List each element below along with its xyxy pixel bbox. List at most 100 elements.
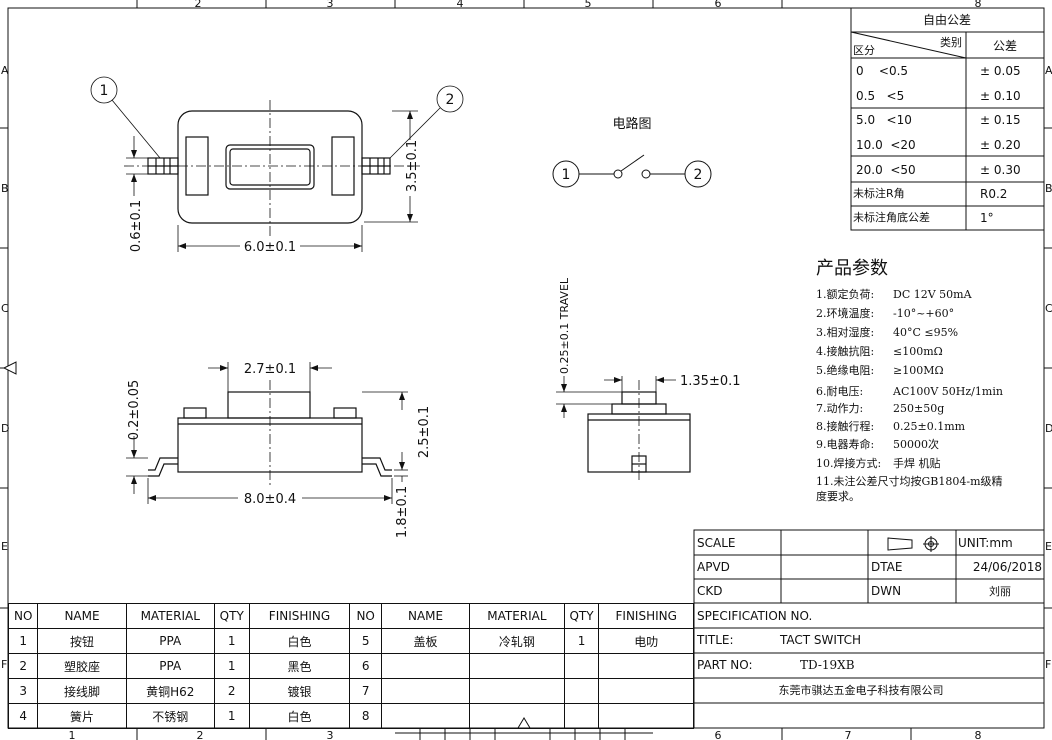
bom-cell: 冷轧钢 <box>469 628 565 654</box>
tb-date: 24/06/2018 <box>973 560 1042 574</box>
bom-cell <box>380 703 471 729</box>
tb-title-value: TACT SWITCH <box>779 633 861 647</box>
circuit-diagram <box>552 154 712 188</box>
param-value-8: 0.25±0.1mm <box>893 420 966 433</box>
tol-base-angle-label: 未标注角底公差 <box>853 210 930 224</box>
dim-height-right-label: 3.5±0.1 <box>405 140 420 192</box>
grid-col-b7: 7 <box>845 729 852 740</box>
bom-cell <box>469 703 565 729</box>
grid-row-f-r: F <box>1045 658 1051 671</box>
tb-part-label: PART NO: <box>697 658 753 672</box>
param-label-10: 10.焊接方式: <box>816 456 881 470</box>
bom-cell: 电叻 <box>598 628 694 654</box>
tol-r-angle-label: 未标注R角 <box>853 186 905 200</box>
tol-base-angle-value: 1° <box>980 211 994 225</box>
tb-part-value: TD-19XB <box>800 658 855 672</box>
tolerance-table <box>850 7 1045 231</box>
param-value-6: AC100V 50Hz/1min <box>892 385 1003 398</box>
bom-h-no-2: NO <box>349 603 382 629</box>
tol-value-1: ± 0.05 <box>980 64 1021 78</box>
bom-h-finishing: FINISHING <box>248 603 351 629</box>
grid-row-d-r: D <box>1045 422 1052 435</box>
table-row: 2 塑胶座 PPA 1 黑色 6 <box>7 653 694 679</box>
grid-row-d: D <box>1 422 9 435</box>
bom-cell <box>469 653 565 679</box>
params-list: 1.额定负荷: DC 12V 50mA 2.环境温度: -10°~+60° 3.… <box>816 287 1003 503</box>
top-view <box>147 110 391 224</box>
dim-height-label: 2.5±0.1 <box>417 406 432 458</box>
grid-col-2: 2 <box>195 0 202 10</box>
param-label-1: 1.额定负荷: <box>816 287 874 301</box>
bom-cell: 盖板 <box>380 628 471 654</box>
bom-cell: 塑胶座 <box>37 653 127 679</box>
grid-row-b-r: B <box>1045 182 1052 195</box>
table-row: 3 接线脚 黄铜H62 2 镀银 7 <box>7 678 694 704</box>
bom-cell: 3 <box>7 678 39 704</box>
grid-col-b6: 6 <box>715 729 722 740</box>
bom-cell <box>380 653 471 679</box>
grid-row-c-r: C <box>1045 302 1052 315</box>
bom-cell: 按钮 <box>37 628 127 654</box>
grid-col-5: 5 <box>585 0 592 10</box>
grid-col-4: 4 <box>457 0 464 10</box>
bom-cell <box>380 678 471 704</box>
bom-h-qty-2: QTY <box>563 603 600 629</box>
bom-h-name-2: NAME <box>380 603 471 629</box>
grid-row-b: B <box>1 182 9 195</box>
grid-row-e: E <box>1 540 8 553</box>
tol-range-5: 20.0 <50 <box>856 163 916 177</box>
tb-unit: UNIT:mm <box>958 536 1013 550</box>
bom-h-material-2: MATERIAL <box>469 603 565 629</box>
bom-cell: 2 <box>7 653 39 679</box>
dim-leg-label: 1.8±0.1 <box>395 486 410 538</box>
bom-cell: 白色 <box>248 703 351 729</box>
bom-cell: 2 <box>213 678 250 704</box>
bom-h-material: MATERIAL <box>125 603 215 629</box>
bom-h-no: NO <box>7 603 39 629</box>
grid-row-c: C <box>1 302 9 315</box>
bom-cell: 1 <box>7 628 39 654</box>
dim-button-label: 2.7±0.1 <box>244 362 296 377</box>
tol-value-3: ± 0.15 <box>980 113 1021 127</box>
bom-h-qty: QTY <box>213 603 250 629</box>
param-note-line1: 11.未注公差尺寸均按GB1804-m级精 <box>816 474 1003 488</box>
table-row: 1 按钮 PPA 1 白色 5 盖板 冷轧钢 1 电叻 <box>7 628 694 654</box>
bom-h-name: NAME <box>37 603 127 629</box>
param-value-2: -10°~+60° <box>893 307 954 320</box>
param-value-7: 250±50g <box>893 402 944 415</box>
tb-company: 东莞市骐达五金电子科技有限公司 <box>779 683 944 697</box>
dim-travel-label: 0.25±0.1 TRAVEL <box>558 277 571 374</box>
dim-side-label: 1.35±0.1 <box>680 374 741 389</box>
param-label-8: 8.接触行程: <box>816 419 874 433</box>
param-label-2: 2.环境温度: <box>816 306 874 320</box>
grid-col-3: 3 <box>327 0 334 10</box>
tol-division: 区分 <box>853 44 875 57</box>
param-label-4: 4.接触抗阻: <box>816 344 874 358</box>
bom-table: NO NAME MATERIAL QTY FINISHING NO NAME M… <box>7 603 694 729</box>
circuit-node-1: 1 <box>562 167 571 183</box>
params-title: 产品参数 <box>816 258 888 279</box>
bom-cell: PPA <box>125 628 215 654</box>
bom-cell <box>469 678 565 704</box>
tol-value-5: ± 0.30 <box>980 163 1021 177</box>
bom-cell <box>598 678 694 704</box>
grid-col-b8: 8 <box>975 729 982 740</box>
front-view-body <box>177 417 363 473</box>
tol-value-2: ± 0.10 <box>980 89 1021 103</box>
param-value-9: 50000次 <box>893 437 939 451</box>
bom-cell: 6 <box>349 653 382 679</box>
tb-scale: SCALE <box>697 536 735 550</box>
tol-header: 公差 <box>993 39 1017 53</box>
bom-cell: 接线脚 <box>37 678 127 704</box>
bom-cell: 1 <box>213 703 250 729</box>
bom-cell: PPA <box>125 653 215 679</box>
circuit-title: 电路图 <box>612 116 651 132</box>
param-label-6: 6.耐电压: <box>816 385 863 398</box>
param-label-5: 5.绝缘电阻: <box>816 363 874 377</box>
bom-h-finishing-2: FINISHING <box>598 603 694 629</box>
grid-row-e-r: E <box>1045 540 1052 553</box>
grid-col-b3: 3 <box>327 729 334 740</box>
grid-col-6: 6 <box>715 0 722 10</box>
tb-ckd: CKD <box>697 584 723 598</box>
